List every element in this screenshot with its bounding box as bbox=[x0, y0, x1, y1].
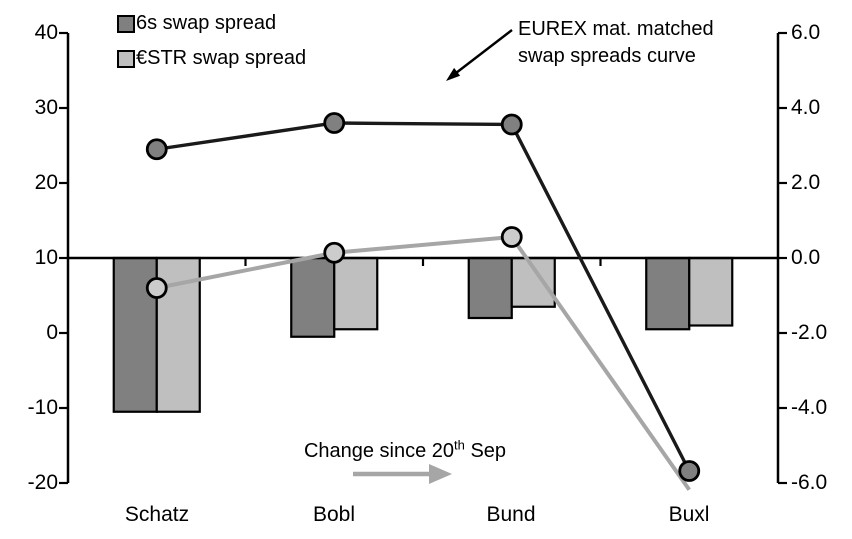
right-axis-tick-label: -6.0 bbox=[791, 471, 828, 494]
bar-bund-0 bbox=[467, 256, 513, 320]
left-axis-tick-label: 30 bbox=[34, 96, 58, 119]
curve-annotation-line2: swap spreads curve bbox=[518, 45, 696, 67]
data-point-marker bbox=[323, 241, 346, 264]
data-point-marker bbox=[323, 112, 346, 134]
bar-buxl-0 bbox=[645, 256, 691, 331]
series-line bbox=[156, 234, 691, 491]
left-axis-tick-label: 40 bbox=[34, 21, 58, 44]
change-annotation-prefix: Change since 20 bbox=[303, 440, 455, 462]
legend-swatch-estr-icon bbox=[117, 50, 135, 68]
series-line bbox=[156, 121, 691, 472]
bar-bobl-0 bbox=[290, 256, 336, 338]
left-axis-tick-label: -10 bbox=[27, 396, 58, 419]
curve-annotation-arrowhead-icon bbox=[446, 67, 461, 81]
curve-annotation-arrow-shaft bbox=[455, 29, 513, 74]
right-axis-tick-label: 4.0 bbox=[791, 96, 821, 119]
right-axis-tick-label: 6.0 bbox=[791, 21, 821, 44]
data-point-marker bbox=[145, 138, 168, 161]
x-axis-label-bobl: Bobl bbox=[312, 503, 356, 526]
data-point-marker bbox=[500, 226, 523, 248]
legend-label-estr: €STR swap spread bbox=[136, 47, 307, 69]
change-annotation-suffix: Sep bbox=[464, 440, 507, 462]
change-annotation-arrowhead-icon bbox=[429, 464, 452, 484]
right-axis-tick-label: -4.0 bbox=[791, 396, 828, 419]
left-axis-tick-label: -20 bbox=[27, 471, 58, 494]
bar-buxl-1 bbox=[688, 256, 734, 327]
x-axis-label-buxl: Buxl bbox=[668, 503, 710, 526]
x-axis-label-schatz: Schatz bbox=[124, 503, 190, 526]
left-axis-tick-label: 20 bbox=[34, 171, 58, 194]
right-axis-tick-label: -2.0 bbox=[791, 321, 828, 344]
change-annotation-sup: th bbox=[454, 437, 465, 453]
left-axis-tick-label: 0 bbox=[46, 321, 58, 344]
curve-annotation-line1: EUREX mat. matched bbox=[518, 18, 714, 40]
curve-annotation: EUREX mat. matched swap spreads curve bbox=[518, 16, 758, 70]
right-axis-tick-label: 2.0 bbox=[791, 171, 821, 194]
left-axis-tick-label: 10 bbox=[34, 246, 58, 269]
data-point-marker bbox=[678, 460, 701, 482]
legend-swatch-6s-icon bbox=[117, 15, 135, 33]
bar-bobl-1 bbox=[333, 256, 379, 331]
right-axis-tick-label: 0.0 bbox=[791, 246, 821, 269]
x-axis-label-bund: Bund bbox=[486, 503, 536, 526]
data-point-marker bbox=[500, 113, 523, 136]
change-annotation: Change since 20th Sep bbox=[285, 437, 525, 463]
data-point-marker bbox=[145, 277, 168, 299]
legend-label-6s: 6s swap spread bbox=[136, 12, 277, 34]
